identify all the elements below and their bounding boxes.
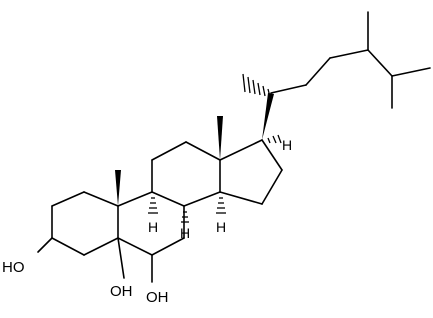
c9-h-hash bbox=[148, 197, 158, 214]
side-chain bbox=[242, 11, 431, 140]
hydroxyl-label-c6: OH bbox=[146, 289, 169, 306]
hydroxyl-label-c5: OH bbox=[110, 283, 133, 300]
c14-h-hash bbox=[216, 197, 226, 214]
c17-h-hash bbox=[267, 134, 282, 144]
ring-c bbox=[151, 141, 221, 207]
hydrogen-label-c14: H bbox=[216, 219, 226, 235]
hydrogen-label-c17: H bbox=[282, 137, 292, 153]
hydrogen-label-c9: H bbox=[148, 219, 158, 235]
c18-methyl-wedge bbox=[217, 116, 223, 160]
ring-a bbox=[51, 191, 119, 256]
c17-side-chain-wedge bbox=[262, 93, 274, 140]
hydroxyl-bonds bbox=[37, 237, 153, 283]
hydroxyl-label-c3: HO bbox=[2, 259, 25, 276]
angular-methyls bbox=[115, 116, 223, 206]
hydrogen-label-c8: H bbox=[180, 225, 190, 241]
stereo-hydrogens bbox=[148, 134, 282, 223]
c19-methyl-wedge bbox=[115, 170, 121, 206]
c8-h-hash bbox=[181, 211, 189, 223]
c21-methyl-hash bbox=[242, 73, 271, 98]
ring-d bbox=[219, 139, 283, 205]
